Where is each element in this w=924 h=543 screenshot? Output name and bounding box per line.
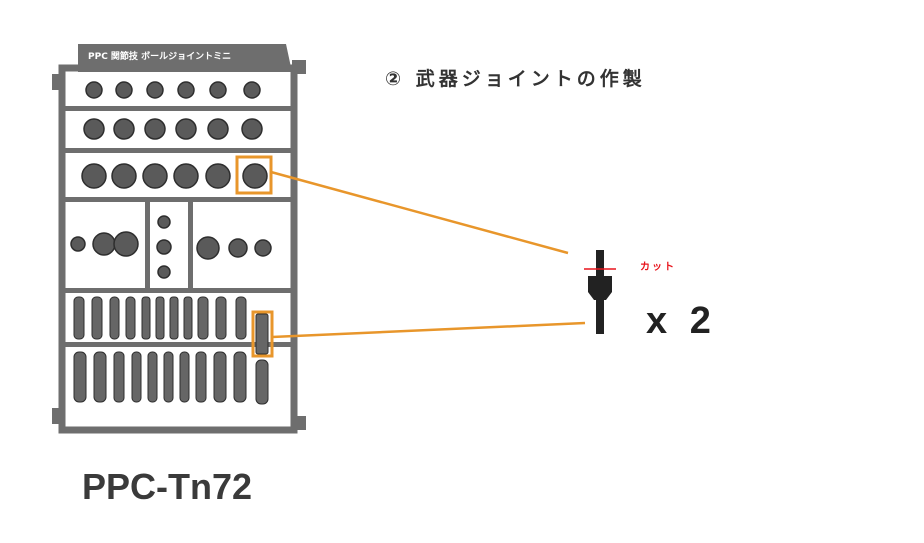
model-name: PPC-Tn72 [82, 466, 253, 507]
sprue-runner [52, 44, 306, 434]
leader-line-peg [271, 321, 586, 339]
sprue-pegs [73, 296, 269, 405]
highlight-box-socket [235, 155, 273, 195]
sprue-header-text: PPC 関節技 ボールジョイントミニ [88, 52, 232, 62]
sprue-parts [70, 81, 272, 279]
quantity-label: x 2 [646, 300, 717, 342]
sprue-frame [58, 64, 298, 434]
weapon-joint-part [588, 250, 612, 334]
step-title: ② 武器ジョイントの作製 [385, 68, 646, 90]
highlight-box-peg [251, 310, 274, 358]
leader-line-socket [270, 170, 569, 255]
cut-label: カット [640, 262, 676, 273]
